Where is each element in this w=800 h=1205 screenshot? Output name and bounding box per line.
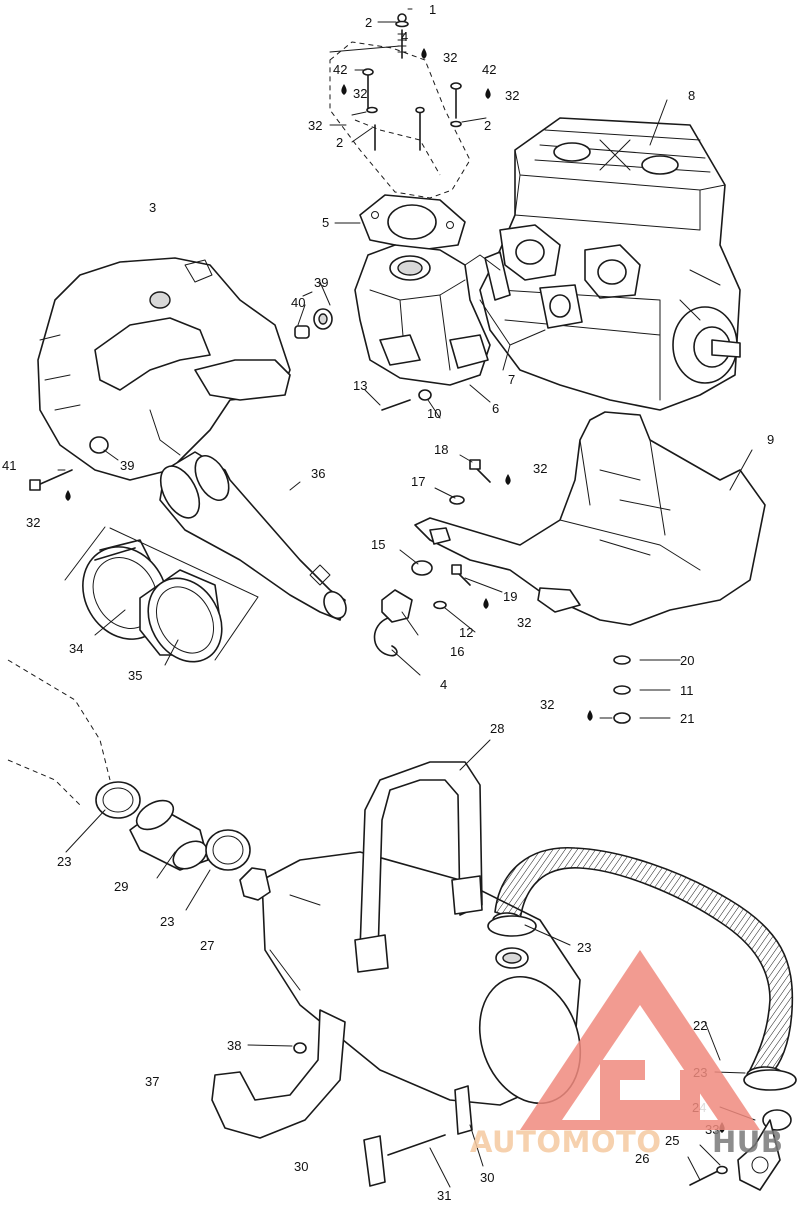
callout-32: 32 — [533, 461, 547, 476]
callout-17: 17 — [411, 474, 425, 489]
exhaust-manifold — [354, 244, 501, 386]
watermark-logo — [520, 950, 760, 1130]
callout-30: 30 — [480, 1170, 494, 1185]
callout-23: 23 — [160, 914, 174, 929]
callout-19: 19 — [503, 589, 517, 604]
callout-7: 7 — [508, 372, 515, 387]
callout-34: 34 — [69, 641, 83, 656]
callout-32: 32 — [443, 50, 457, 65]
callout-3: 3 — [149, 200, 156, 215]
callout-30: 30 — [294, 1159, 308, 1174]
callout-6: 6 — [492, 401, 499, 416]
callout-39: 39 — [120, 458, 134, 473]
brackets — [363, 1085, 473, 1187]
callout-35: 35 — [128, 668, 142, 683]
watermark-brand-part1: AUTOMOTO — [470, 1125, 661, 1159]
callout-28: 28 — [490, 721, 504, 736]
callout-18: 18 — [434, 442, 448, 457]
small-hardware — [29, 13, 631, 1156]
cone-section — [159, 451, 347, 621]
callout-32: 32 — [353, 86, 367, 101]
callout-42: 42 — [333, 62, 347, 77]
callout-39: 39 — [314, 275, 328, 290]
callout-29: 29 — [114, 879, 128, 894]
callout-16: 16 — [450, 644, 464, 659]
callout-23: 23 — [577, 940, 591, 955]
callout-42: 42 — [482, 62, 496, 77]
callout-32: 32 — [26, 515, 40, 530]
callout-11: 11 — [680, 683, 694, 698]
callout-36: 36 — [311, 466, 325, 481]
callout-41: 41 — [2, 458, 16, 473]
callout-8: 8 — [688, 88, 695, 103]
watermark: AUTOMOTO HUB — [470, 950, 783, 1159]
callout-23: 23 — [57, 854, 71, 869]
callout-31: 31 — [437, 1188, 451, 1203]
callout-2: 2 — [336, 135, 343, 150]
callout-1: 1 — [429, 2, 436, 17]
callout-40: 40 — [291, 295, 305, 310]
callout-2: 2 — [365, 15, 372, 30]
callout-4: 4 — [440, 677, 447, 692]
callout-32: 32 — [505, 88, 519, 103]
watermark-brand-part2: HUB — [712, 1125, 783, 1159]
callout-37: 37 — [145, 1074, 159, 1089]
callout-5: 5 — [322, 215, 329, 230]
exhaust-gasket — [359, 194, 466, 251]
callout-21: 21 — [680, 711, 694, 726]
callout-32: 32 — [308, 118, 322, 133]
oil-drops — [65, 48, 725, 1133]
callout-13: 13 — [353, 378, 367, 393]
callout-38: 38 — [227, 1038, 241, 1053]
callout-10: 10 — [427, 406, 441, 421]
clamp-and-sleeve — [64, 526, 259, 663]
strap — [354, 761, 483, 973]
callout-12: 12 — [459, 625, 473, 640]
callout-32: 32 — [517, 615, 531, 630]
callout-4: 4 — [401, 29, 408, 44]
support-bracket — [414, 411, 766, 626]
engine-block — [479, 117, 741, 411]
callout-15: 15 — [371, 537, 385, 552]
callout-26: 26 — [635, 1151, 649, 1166]
leader-lines — [57, 8, 756, 1188]
callout-labels: 1 2 4 32 42 42 32 32 2 32 2 8 3 5 39 40 … — [2, 2, 774, 1203]
callout-32: 32 — [540, 697, 554, 712]
heat-shield-outline — [329, 41, 471, 199]
callout-22: 22 — [693, 1018, 707, 1033]
callout-9: 9 — [767, 432, 774, 447]
callout-20: 20 — [680, 653, 694, 668]
lower-strap — [211, 1009, 346, 1139]
callout-27: 27 — [200, 938, 214, 953]
sleeve-and-clamps — [7, 659, 797, 1091]
callout-25: 25 — [665, 1133, 679, 1148]
callout-2: 2 — [484, 118, 491, 133]
tuned-pipe — [37, 257, 291, 481]
muffler — [239, 851, 582, 1106]
